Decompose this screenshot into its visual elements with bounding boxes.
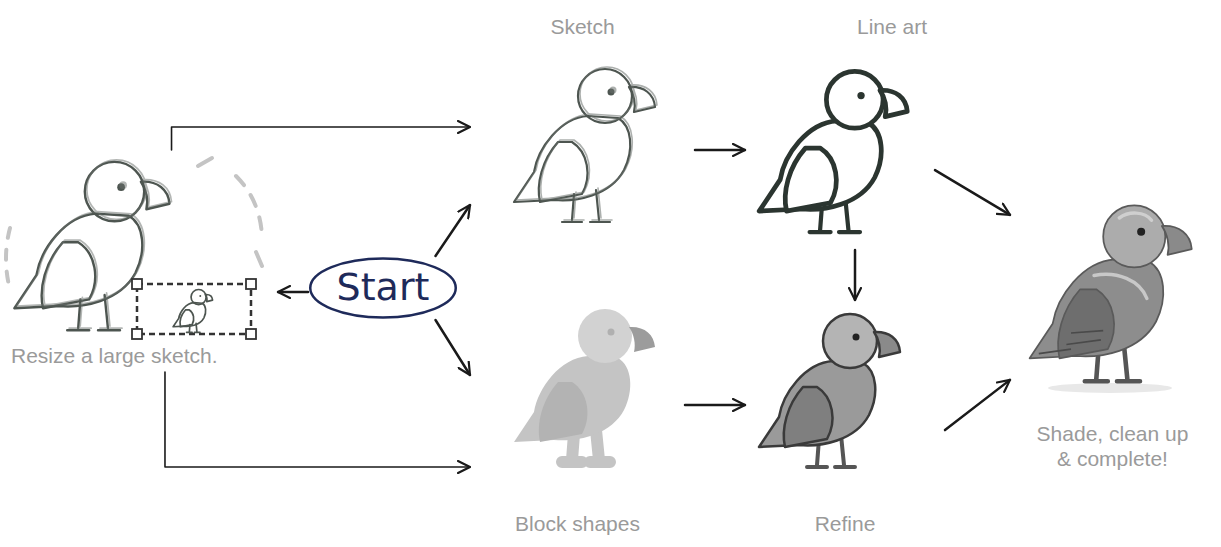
start-label: Start: [337, 267, 430, 309]
resize-frame: [137, 284, 251, 334]
stage-panel: Resize a large sketch.: [5, 150, 278, 372]
block-bird: [514, 309, 655, 462]
resize-handle: [132, 279, 256, 339]
stage-label: Shade, clean up & complete!: [1031, 421, 1194, 471]
flow-arrow: [854, 250, 857, 300]
start-node: Start: [308, 256, 458, 320]
stage-panel: Block shapes: [470, 300, 685, 540]
small-sketch-bird: [173, 290, 212, 333]
stage-label: Line art: [857, 14, 927, 39]
line-art-bird: [759, 71, 907, 232]
stage-panel: Refine: [745, 300, 945, 540]
flow-arrow: [685, 404, 745, 407]
stage-label: Refine: [815, 511, 876, 536]
stage-panel: Shade, clean up & complete!: [1010, 185, 1215, 475]
flow-arrow: [165, 372, 470, 467]
flow-arrow: [278, 291, 308, 294]
flow-arrow: [436, 320, 471, 375]
sketch-strokes: [6, 158, 262, 290]
flow-arrow: [436, 205, 471, 256]
refine-bird: [759, 314, 900, 467]
flow-arrow: [695, 149, 745, 152]
flow-arrow: [935, 170, 1010, 215]
start-ellipse: [310, 259, 456, 318]
stage-panel: Sketch: [470, 10, 695, 235]
flow-arrow: [172, 127, 470, 150]
stage-label: Sketch: [550, 14, 614, 39]
stage-label: Block shapes: [515, 511, 640, 536]
shaded-bird: [1030, 205, 1192, 381]
stage-panel: Line art: [745, 10, 935, 250]
ground-shadow: [1048, 383, 1172, 393]
stage-label: Resize a large sketch.: [11, 343, 218, 368]
shading-strokes: [1039, 213, 1152, 354]
flow-arrow: [945, 380, 1010, 430]
sketch-bird: [516, 67, 657, 220]
